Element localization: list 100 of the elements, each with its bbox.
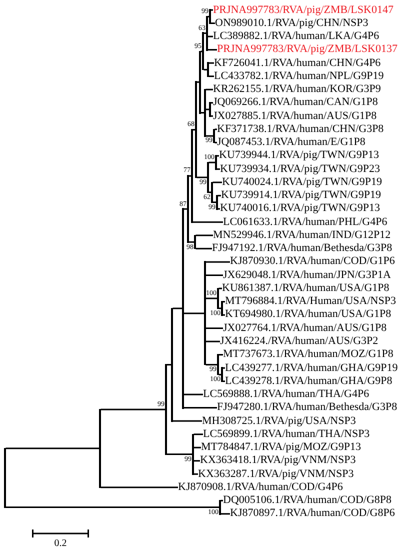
taxon-label: LC433782.1/RVA/human/NPL/G9P19: [214, 70, 384, 83]
clade-line: [202, 32, 204, 70]
branch-line: [194, 434, 203, 436]
taxon-label: PRJNA997783/RVA/pig/ZMB/LSK0137: [217, 43, 398, 56]
taxon-label: KX363418.1/RVA/pig/VNM/NSP3: [200, 454, 356, 468]
taxon-label: JX027885.1/RVA/human/AUS/G1P8: [213, 110, 377, 123]
clade-line: [209, 102, 211, 117]
branch-line: [206, 364, 218, 366]
taxon-label: KX363287.1/RVA/pig/VNM/NSP3: [198, 468, 354, 481]
taxon-label: KF371738.1/RVA/human/CHN/G3P8: [217, 122, 384, 136]
branch-line: [206, 328, 223, 329]
taxon-label: FJ947280.1/RVA/human/Bethesda/G3P8: [217, 401, 398, 414]
clade-line: [192, 434, 194, 475]
taxon-label: JX027764.1/RVA/human/AUS/G1P8: [223, 322, 387, 335]
branch-line: [212, 182, 222, 184]
clade-line: [204, 88, 206, 137]
branch-line: [210, 22, 215, 24]
taxon-label: FJ947192.1/RVA/human/Bethesda/G3P8: [212, 242, 392, 256]
taxon-label: LC061633.1/RVA/human/PHL/G4P6: [223, 216, 388, 229]
taxon-label: MT737673.1/RVA/human/MOZ/G1P8: [223, 348, 394, 362]
clade-line: [195, 81, 197, 178]
taxon-label: JX629048.1/RVA/human/JPN/G3P1A: [223, 268, 391, 282]
taxon-label: JQ087453.1/RVA/human/E/G1P8: [217, 136, 366, 150]
branch-line: [192, 221, 223, 223]
taxon-label: KU739944.1/RVA/pig/TWN/G9P13: [219, 149, 379, 162]
branch-line: [206, 274, 223, 276]
taxon-label: ON989010.1/RVA/pig/CHN/NSP3: [215, 16, 368, 30]
branch-line: [206, 298, 218, 300]
clade-line: [171, 308, 173, 422]
taxon-label: KJ870930.1/RVA/human/COD/G1P6: [230, 255, 395, 268]
clade-line: [215, 155, 217, 170]
taxon-label: KR262155.1/RVA/human/KOR/G3P9: [213, 83, 381, 96]
clade-line: [207, 62, 209, 78]
taxon-label: KU740024.1/RVA/pig/TWN/G9P19: [222, 176, 382, 189]
taxon-label: KU861387.1/RVA/human/USA/G1P8: [222, 282, 390, 295]
branch-line: [206, 340, 220, 342]
clade-line: [165, 364, 167, 455]
branch-line: [208, 62, 214, 64]
branch-line: [194, 446, 201, 448]
clade-line: [209, 9, 211, 24]
branch-line: [6, 506, 220, 508]
branch-line: [100, 486, 178, 488]
clade-line: [4, 448, 6, 508]
taxon-label: LC569888.1/RVA/human/THA/G4P6: [203, 388, 370, 402]
taxon-label: LC569899.1/RVA/human/THA/NSP3: [203, 428, 370, 441]
clade-line: [191, 129, 193, 223]
clade-line: [217, 288, 219, 310]
taxon-label: KJ870897.1/RVA/human/COD/G8P6: [230, 507, 395, 520]
taxon-label: LC389882.1/RVA/human/LKA/G4P6: [213, 30, 380, 44]
taxon-label: MH308725.1/RVA/pig/USA/NSP3: [202, 414, 356, 428]
branch-line: [184, 394, 203, 396]
branch-line: [220, 513, 230, 515]
branch-line: [218, 354, 223, 356]
branch-line: [194, 460, 200, 462]
taxon-label: LC439278.1/RVA/human/GHA/G9P8: [225, 374, 392, 388]
clade-line: [99, 408, 101, 488]
clade-line: [221, 300, 223, 316]
taxon-label: JQ069266.1/RVA/human/CAN/G1P8: [213, 96, 378, 110]
branch-line: [100, 408, 166, 410]
taxon-label: LC439277.1/RVA/human/GHA/G9P19: [225, 362, 398, 375]
taxon-label: MT796884.1/RVA/Human/USA/NSP3: [225, 295, 396, 308]
branch-line: [208, 76, 214, 78]
clade-line: [216, 194, 218, 210]
branch-line: [194, 473, 198, 475]
branch-line: [6, 448, 100, 450]
branch-line: [184, 312, 204, 314]
branch-line: [218, 288, 222, 290]
branch-line: [208, 49, 217, 51]
clade-line: [199, 50, 201, 114]
clade-line: [204, 261, 206, 366]
taxon-label: KU740016.1/RVA/pig/TWN/G9P13: [220, 202, 380, 216]
branch-line: [218, 194, 221, 196]
taxon-label: KU739934.1/RVA/pig/TWN/G9P23: [220, 162, 380, 176]
branch-line: [166, 453, 192, 455]
clade-line: [194, 234, 196, 250]
taxon-label: KJ870908.1/RVA/human/COD/G4P6: [178, 480, 343, 494]
branch-line: [206, 135, 214, 137]
taxon-label: KT694980.1/RVA/human/USA/G1P8: [225, 308, 392, 322]
taxon-label: KU739914.1/RVA/pig/TWN/G9P19: [221, 189, 381, 202]
scale-label: 0.2: [54, 538, 67, 549]
taxon-label: DQ005106.1/RVA/human/COD/G8P8: [223, 494, 392, 508]
branch-line: [208, 36, 213, 38]
branch-line: [196, 248, 212, 250]
taxon-label: PRJNA997783/RVA/pig/ZMB/LSK0147: [213, 4, 394, 16]
branch-line: [196, 176, 208, 178]
clade-line: [219, 500, 221, 515]
branch-line: [184, 407, 217, 409]
branch-line: [196, 234, 213, 236]
clade-line: [213, 128, 215, 144]
clade-line: [182, 208, 184, 409]
clade-line: [221, 367, 223, 382]
clade-line: [217, 354, 219, 376]
branch-line: [216, 168, 220, 170]
taxon-label: JX416224./RVA/human/AUS/G3P2: [220, 335, 378, 348]
taxon-label: MN529946.1/RVA/human/IND/G12P12: [213, 228, 391, 242]
taxon-label: MT784847.1/RVA/pig/MOZ/G9P13: [201, 441, 361, 454]
clade-line: [206, 16, 208, 51]
taxon-label: KF726041.1/RVA/human/CHN/G4P6: [214, 56, 381, 70]
clade-line: [211, 182, 213, 203]
clade-line: [187, 175, 189, 243]
